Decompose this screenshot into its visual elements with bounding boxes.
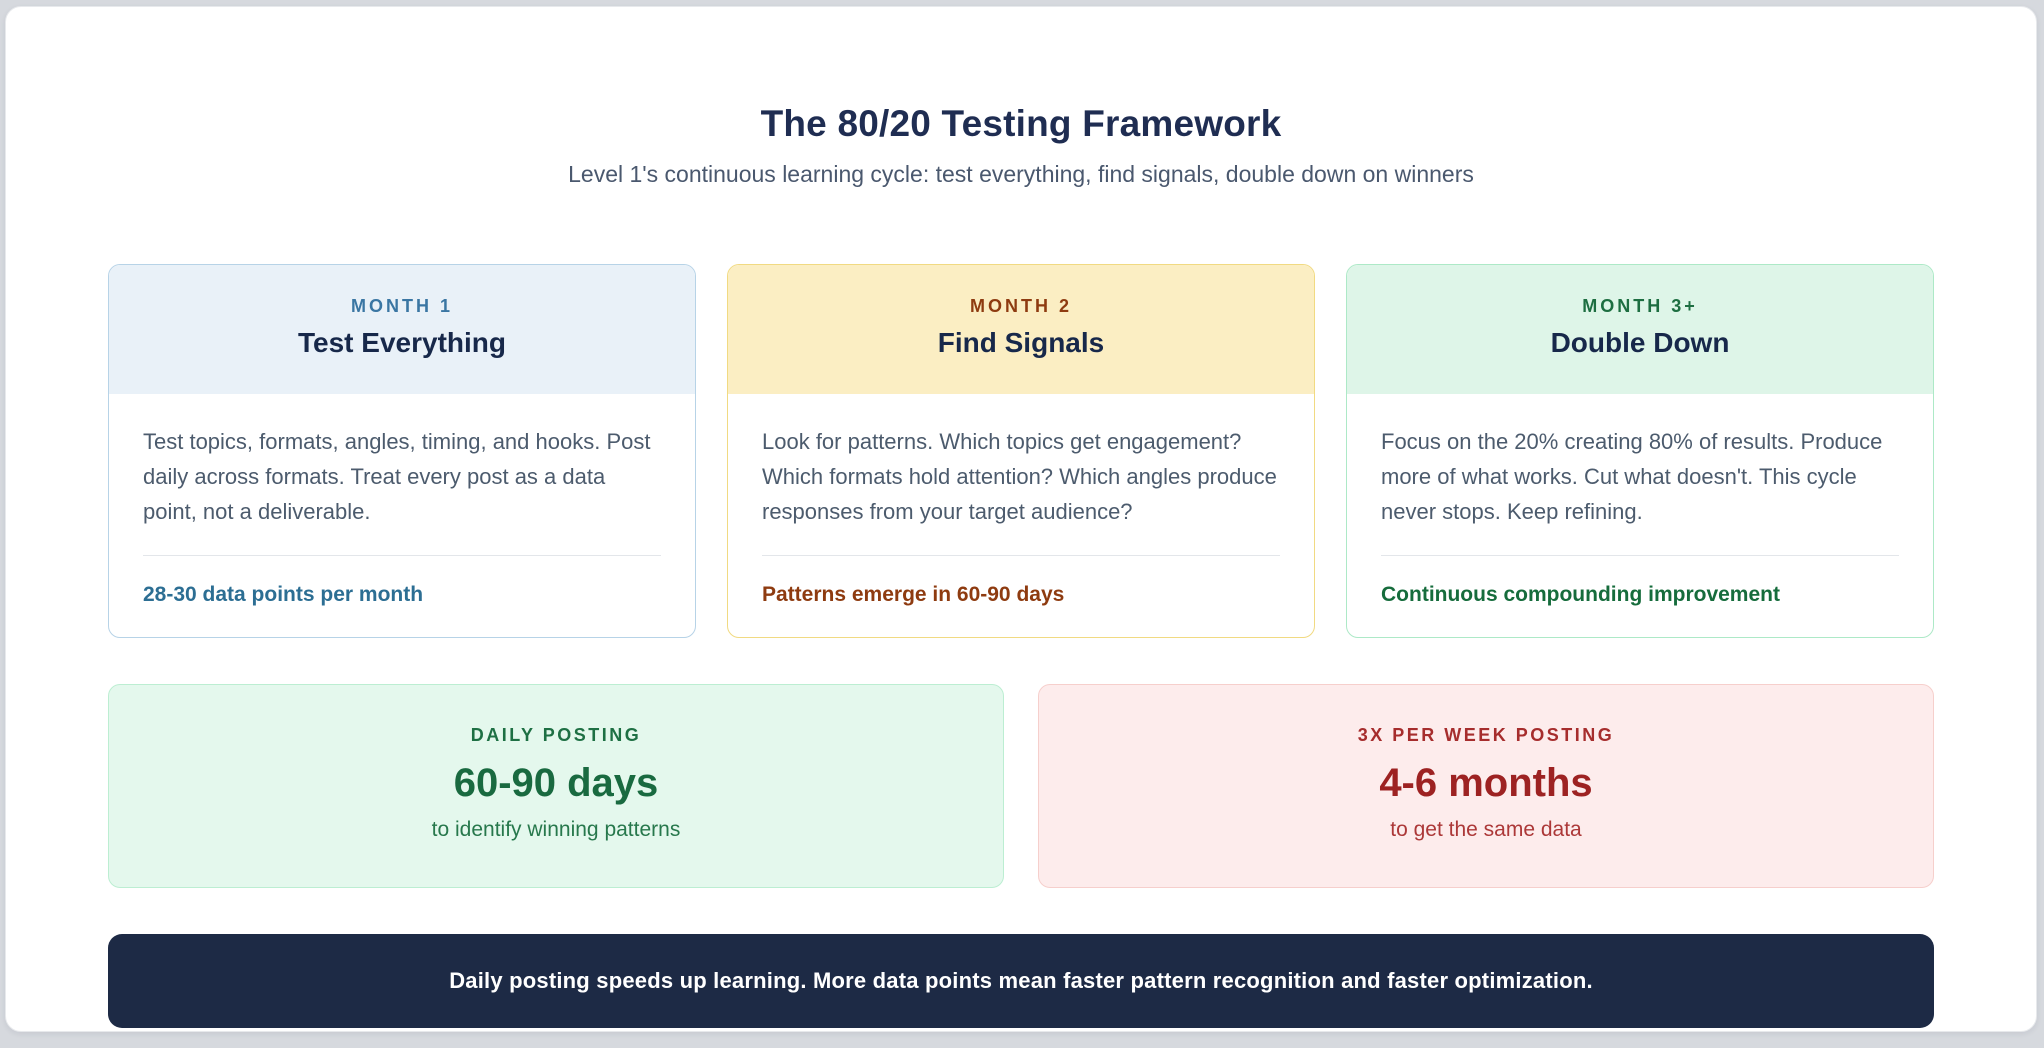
card-month-1-divider: [143, 555, 661, 556]
daily-posting-duration: 60-90 days: [453, 761, 659, 805]
card-month-2-body: Look for patterns. Which topics get enga…: [728, 394, 1314, 637]
card-month-1-header: MONTH 1 Test Everything: [109, 265, 695, 394]
card-month-2-footer: Patterns emerge in 60-90 days: [762, 583, 1065, 606]
card-month-3plus-footer: Continuous compounding improvement: [1381, 583, 1780, 606]
card-month-1-title: Test Everything: [298, 327, 506, 358]
card-month-2-label: MONTH 2: [970, 296, 1072, 316]
card-month-2-title: Find Signals: [937, 327, 1105, 358]
weekly-posting-caption: to get the same data: [1390, 818, 1582, 841]
page-title: The 80/20 Testing Framework: [760, 103, 1282, 144]
card-month-1: MONTH 1 Test Everything Test topics, for…: [108, 264, 696, 638]
card-month-3plus-text: Focus on the 20% creating 80% of results…: [1381, 429, 1883, 524]
card-month-2-divider: [762, 555, 1280, 556]
summary-banner-text: Daily posting speeds up learning. More d…: [449, 968, 1593, 993]
daily-posting-box: DAILY POSTING 60-90 days to identify win…: [108, 684, 1004, 888]
month-cards-row: MONTH 1 Test Everything Test topics, for…: [108, 264, 1934, 638]
card-month-1-label: MONTH 1: [351, 296, 453, 316]
summary-banner: Daily posting speeds up learning. More d…: [108, 934, 1934, 1028]
daily-posting-caption: to identify winning patterns: [431, 818, 681, 841]
weekly-posting-box: 3X PER WEEK POSTING 4-6 months to get th…: [1038, 684, 1934, 888]
framework-panel: The 80/20 Testing Framework Level 1's co…: [5, 6, 2037, 1032]
card-month-2-header: MONTH 2 Find Signals: [728, 265, 1314, 394]
card-month-2: MONTH 2 Find Signals Look for patterns. …: [727, 264, 1315, 638]
weekly-posting-label: 3X PER WEEK POSTING: [1357, 725, 1615, 745]
page-subtitle: Level 1's continuous learning cycle: tes…: [568, 161, 1474, 187]
card-month-3plus-title: Double Down: [1550, 327, 1730, 358]
card-month-3plus: MONTH 3+ Double Down Focus on the 20% cr…: [1346, 264, 1934, 638]
daily-posting-label: DAILY POSTING: [470, 725, 642, 745]
card-month-3plus-divider: [1381, 555, 1899, 556]
card-month-1-footer: 28-30 data points per month: [143, 583, 424, 606]
card-month-3plus-label: MONTH 3+: [1582, 296, 1698, 316]
card-month-2-text: Look for patterns. Which topics get enga…: [762, 429, 1277, 524]
posting-comparison-row: DAILY POSTING 60-90 days to identify win…: [108, 684, 1934, 888]
card-month-3plus-header: MONTH 3+ Double Down: [1347, 265, 1933, 394]
page-header: The 80/20 Testing Framework Level 1's co…: [108, 7, 1934, 188]
weekly-posting-duration: 4-6 months: [1379, 761, 1593, 805]
card-month-1-body: Test topics, formats, angles, timing, an…: [109, 394, 695, 637]
card-month-3plus-body: Focus on the 20% creating 80% of results…: [1347, 394, 1933, 637]
card-month-1-text: Test topics, formats, angles, timing, an…: [143, 429, 651, 524]
